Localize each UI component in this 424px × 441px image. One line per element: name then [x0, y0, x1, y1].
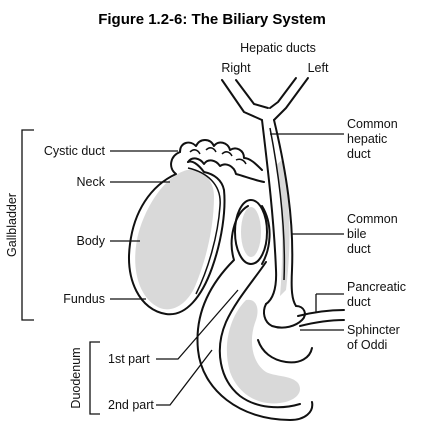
label-duodenum-group: Duodenum	[69, 347, 83, 408]
gallbladder-body-shape	[135, 169, 214, 310]
cystic-duct-lower	[187, 157, 265, 183]
label-second-part: 2nd part	[108, 398, 154, 412]
cystic-duct-upper	[179, 139, 263, 171]
duodenum-inner-wall	[218, 261, 301, 409]
label-common-hepatic-1: Common	[347, 117, 398, 131]
gallbladder-outline	[128, 151, 226, 316]
papilla	[263, 303, 306, 329]
right-hepatic-duct-inner	[235, 79, 269, 109]
label-first-part: 1st part	[108, 352, 150, 366]
label-neck: Neck	[77, 175, 106, 189]
common-duct-right-wall	[273, 119, 297, 307]
figure-title: Figure 1.2-6: The Biliary System	[98, 11, 326, 28]
pancreatic-duct-bottom	[299, 319, 345, 327]
duodenum-bracket	[89, 341, 100, 415]
label-common-bile-1: Common	[347, 212, 398, 226]
label-cystic-duct: Cystic duct	[44, 144, 106, 158]
common-duct-inner-wall	[269, 127, 286, 281]
duodenum-section-inner	[241, 207, 261, 257]
label-common-hepatic-2: hepatic	[347, 132, 387, 146]
label-gallbladder-group: Gallbladder	[5, 193, 19, 257]
label-common-bile-3: duct	[347, 242, 371, 256]
right-hepatic-duct	[221, 79, 263, 121]
label-body: Body	[77, 234, 106, 248]
left-hepatic-duct-inner	[269, 77, 297, 109]
label-pancreatic-2: duct	[347, 295, 371, 309]
label-pancreatic-1: Pancreatic	[347, 280, 406, 294]
gallbladder-bracket	[21, 129, 34, 321]
pancreatic-duct-top	[297, 309, 345, 317]
leader-second-part	[156, 349, 213, 406]
leader-first-part	[156, 289, 239, 360]
label-hepatic-ducts: Hepatic ducts	[240, 41, 316, 55]
left-hepatic-duct	[273, 77, 309, 121]
label-left: Left	[308, 61, 329, 75]
duodenum-outer-wall	[196, 205, 314, 421]
duodenum-lower-fold	[257, 339, 313, 364]
gallbladder-inner-wall	[187, 167, 221, 295]
label-sphincter-1: Sphincter	[347, 323, 400, 337]
label-common-bile-2: bile	[347, 227, 367, 241]
label-common-hepatic-3: duct	[347, 147, 371, 161]
duodenum-arc	[261, 205, 271, 265]
label-right: Right	[221, 61, 251, 75]
duodenum-lumen-shape	[226, 299, 300, 404]
common-duct-left-wall	[261, 119, 278, 305]
label-fundus: Fundus	[63, 292, 105, 306]
label-sphincter-2: of Oddi	[347, 338, 387, 352]
cystic-duct-spiral	[189, 147, 247, 165]
